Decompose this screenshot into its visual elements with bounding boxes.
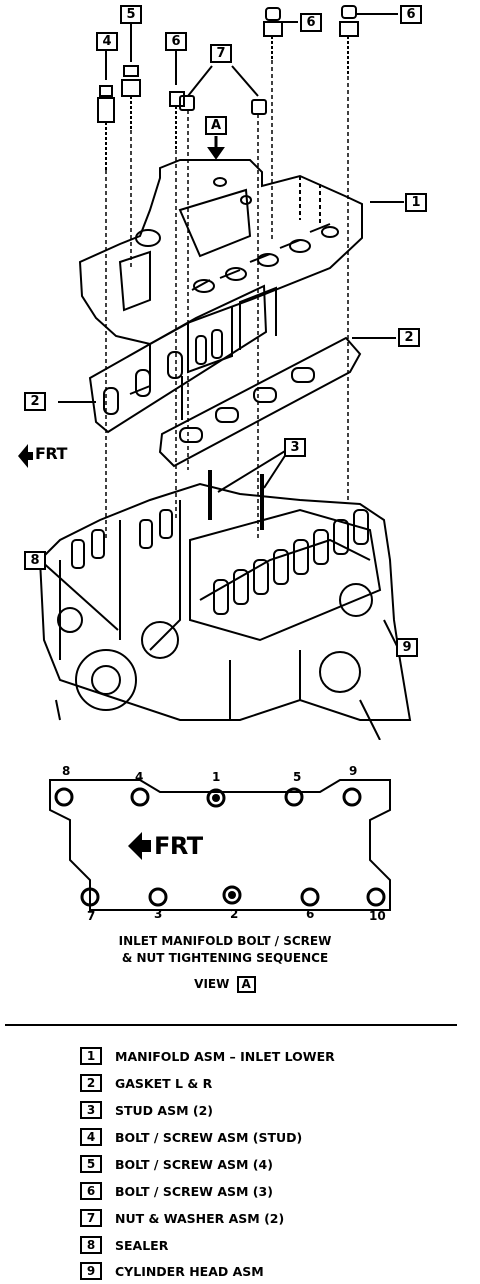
gasket-left-icon [88, 284, 268, 434]
legend-num-box: 2 [80, 1074, 102, 1092]
legend-text: BOLT / SCREW ASM (4) [115, 1156, 273, 1172]
bolt-6b-icon [263, 7, 283, 60]
legend-item-1: 1 MANIFOLD ASM – INLET LOWER [80, 1046, 335, 1066]
legend-text: CYLINDER HEAD ASM [115, 1263, 264, 1279]
tightening-sequence-diagram [49, 779, 391, 911]
divider-line [5, 1024, 457, 1026]
legend-text: STUD ASM (2) [115, 1102, 213, 1118]
bolt-holes-icon [54, 787, 386, 907]
legend-item-2: 2 GASKET L & R [80, 1073, 212, 1093]
legend-item-3: 3 STUD ASM (2) [80, 1100, 213, 1120]
seq-top-4: 4 [135, 770, 144, 784]
gasket-right-icon [158, 336, 362, 468]
view-label: VIEW [194, 977, 230, 991]
leader-9 [383, 619, 399, 649]
inlet-manifold-icon [78, 159, 363, 420]
callout-1: 1 [405, 193, 427, 212]
leader-7 [187, 65, 259, 97]
leader-8 [39, 559, 119, 631]
frt-top-label: FRT [35, 444, 67, 463]
bolt-5-icon [121, 65, 141, 130]
callout-2-left: 2 [24, 392, 46, 411]
engine-block-icon [38, 482, 412, 740]
legend-item-7: 7 NUT & WASHER ASM (2) [80, 1208, 284, 1228]
legend-item-6: 6 BOLT / SCREW ASM (3) [80, 1181, 273, 1201]
legend-num-box: 4 [80, 1128, 102, 1146]
frt-view-label: FRT [154, 832, 203, 860]
view-letter-box: A [236, 976, 256, 993]
legend-text: MANIFOLD ASM – INLET LOWER [115, 1048, 335, 1064]
callout-8: 8 [24, 551, 46, 570]
legend-num-box: 9 [80, 1262, 102, 1280]
seq-bottom-2: 2 [230, 907, 239, 921]
legend-item-9: 9 CYLINDER HEAD ASM [80, 1261, 264, 1281]
legend-text: SEALER [115, 1237, 169, 1253]
callout-7: 7 [210, 44, 232, 63]
legend-num-box: 8 [80, 1236, 102, 1254]
callout-6c: 6 [400, 5, 422, 24]
seq-top-9: 9 [349, 764, 358, 778]
legend-item-5: 5 BOLT / SCREW ASM (4) [80, 1154, 273, 1174]
legend-text: BOLT / SCREW ASM (3) [115, 1183, 273, 1199]
leader-3 [217, 447, 291, 493]
callout-view-a: A [205, 116, 227, 135]
legend-num-box: 5 [80, 1155, 102, 1173]
callout-3: 3 [284, 438, 306, 457]
bolt-4-icon [97, 85, 115, 170]
callout-9: 9 [396, 638, 418, 657]
view-a-caption: VIEW A [0, 976, 450, 993]
seq-top-1: 1 [212, 770, 221, 784]
seq-bottom-3: 3 [154, 907, 163, 921]
frt-top-arrow-icon [18, 444, 28, 468]
legend-num-box: 7 [80, 1209, 102, 1227]
seq-bottom-10: 10 [369, 909, 386, 923]
seq-bottom-7: 7 [87, 909, 96, 923]
bolt-6c-icon [339, 5, 359, 76]
legend-text: NUT & WASHER ASM (2) [115, 1210, 285, 1226]
frt-view-arrow-icon [128, 832, 142, 860]
legend-text: GASKET L & R [115, 1075, 213, 1091]
legend-num-box: 6 [80, 1182, 102, 1200]
legend-num-box: 3 [80, 1101, 102, 1119]
nut-7-right-icon [251, 99, 267, 115]
valve-springs-icon [71, 509, 369, 615]
callout-4: 4 [96, 32, 118, 51]
nut-7-left-icon [179, 95, 195, 111]
callout-6a: 6 [165, 32, 187, 51]
legend-item-4: 4 BOLT / SCREW ASM (STUD) [80, 1127, 302, 1147]
legend-text: BOLT / SCREW ASM (STUD) [115, 1129, 303, 1145]
bolt-6a-icon [169, 91, 185, 150]
caption-line-1: INLET MANIFOLD BOLT / SCREW [118, 934, 332, 948]
exploded-view-drawing [18, 5, 412, 740]
callout-6b: 6 [300, 13, 322, 32]
callout-2-right: 2 [398, 328, 420, 347]
seq-top-8: 8 [62, 764, 71, 778]
seq-top-5: 5 [293, 770, 302, 784]
legend-num-box: 1 [80, 1047, 102, 1065]
seq-bottom-6: 6 [306, 907, 315, 921]
legend-item-8: 8 SEALER [80, 1235, 168, 1255]
caption-line-2: & NUT TIGHTENING SEQUENCE [121, 951, 329, 965]
callout-5: 5 [120, 5, 142, 24]
